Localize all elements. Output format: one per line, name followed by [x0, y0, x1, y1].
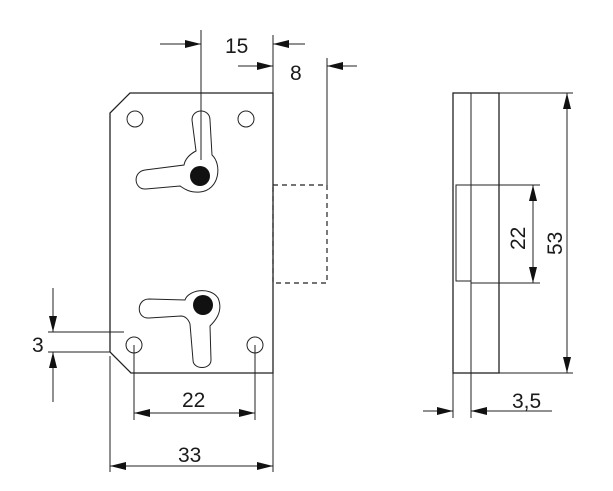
lock-plate-outline	[109, 92, 274, 374]
side-plate-outline	[452, 92, 500, 374]
dim-hole-spacing: 22	[133, 345, 256, 420]
dim-hole-edge-offset: 3	[32, 288, 124, 402]
keyhole-top	[135, 110, 219, 193]
mounting-hole-top-left	[126, 110, 144, 128]
dim-plate-width: 33	[109, 356, 274, 472]
mounting-hole-top-right	[237, 110, 255, 128]
dim-bolt-offset: 15	[160, 30, 305, 160]
dim-label-15: 15	[225, 35, 248, 58]
dim-label-53: 53	[544, 232, 567, 255]
bolt-outline-dashed	[272, 184, 328, 284]
front-view: 15 8 3 22	[32, 30, 357, 472]
keyhole-pin-bottom	[193, 295, 213, 315]
keyhole-pin-top	[190, 166, 210, 186]
dim-label-3: 3	[32, 334, 44, 357]
dim-total-height: 53	[499, 92, 573, 374]
dim-label-8: 8	[290, 62, 302, 85]
keyhole-bottom	[138, 290, 221, 368]
dim-plate-thickness: 3,5	[423, 373, 552, 418]
dim-label-22-vertical: 22	[507, 227, 530, 250]
dim-label-3-5: 3,5	[512, 390, 541, 413]
dim-bolt-height: 22	[471, 184, 540, 284]
dim-label-33: 33	[178, 444, 201, 467]
side-view: 22 53 3,5	[423, 92, 573, 418]
dim-label-22-horizontal: 22	[182, 389, 205, 412]
dim-bolt-length: 8	[238, 58, 357, 185]
side-bolt-slot	[455, 184, 472, 282]
